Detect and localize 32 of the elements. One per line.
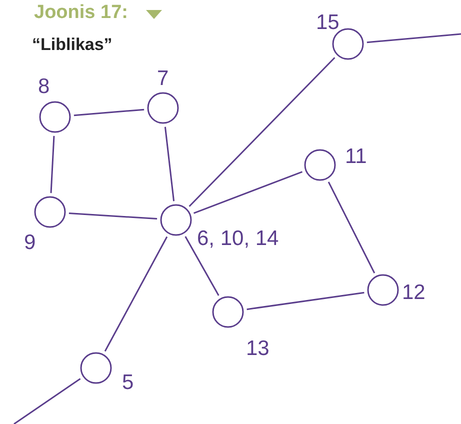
connector-line	[164, 126, 175, 202]
connector-line	[366, 33, 461, 44]
figure-title: Joonis 17:	[34, 2, 128, 24]
node-number: 11	[345, 146, 367, 167]
node-number: 6, 10, 14	[197, 228, 279, 249]
connector-line	[193, 171, 303, 214]
circle-node	[212, 296, 244, 328]
circle-node	[147, 92, 179, 124]
circle-node	[80, 352, 112, 384]
node-number: 8	[38, 76, 50, 97]
circle-node	[304, 149, 336, 181]
subtitle: “Liblikas”	[32, 35, 112, 55]
connector-line	[328, 182, 376, 274]
node-number: 13	[246, 338, 270, 359]
connector-line	[246, 292, 364, 310]
node-number: 9	[24, 232, 36, 253]
node-number: 5	[122, 372, 134, 393]
node-number: 15	[316, 12, 340, 33]
connector-line	[184, 236, 220, 296]
circle-node	[39, 101, 71, 133]
circle-node	[160, 204, 192, 236]
connector-line	[188, 57, 336, 207]
node-number: 7	[157, 68, 169, 89]
circle-node	[367, 274, 399, 306]
connector-line	[50, 136, 55, 194]
circle-node	[332, 28, 364, 60]
connector-line	[104, 236, 168, 352]
connector-line	[68, 212, 158, 220]
connector-line	[14, 378, 81, 424]
node-number: 12	[402, 282, 426, 303]
connector-line	[74, 108, 144, 116]
circle-node	[34, 196, 66, 228]
